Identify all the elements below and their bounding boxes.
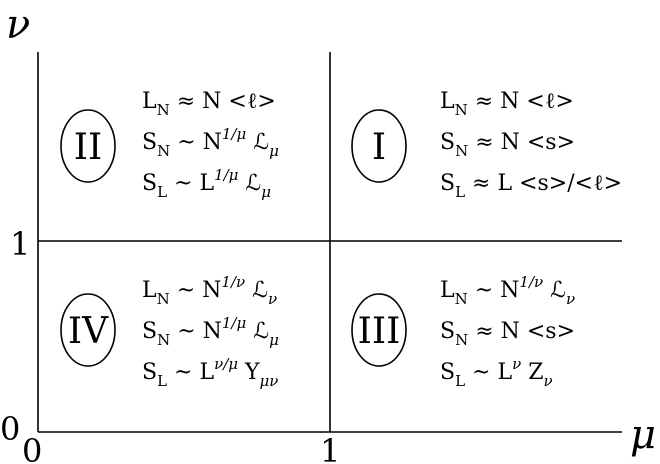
region-iv-circle: [60, 293, 116, 367]
region-iv-label: IV: [68, 311, 109, 352]
equation-line: LN ≈ N <ℓ>: [440, 89, 574, 119]
region-iii-circle: [351, 293, 407, 367]
x-tick-0: 0: [22, 432, 42, 464]
equation-line: LN ≈ N <ℓ>: [142, 89, 276, 119]
equation-line: SL ~ Lν Zν: [440, 355, 553, 390]
region-ii-label: II: [74, 127, 102, 168]
equation-line: SN ~ N1/μ ℒμ: [142, 314, 279, 349]
region-i-label: I: [372, 127, 386, 168]
equation-line: LN ~ N1/ν ℒν: [142, 273, 277, 308]
equation-line: SN ≈ N <s>: [440, 130, 575, 160]
region-i-equations: LN ≈ N <ℓ> SN ≈ N <s> SL ≈ L <s>/<ℓ>: [440, 89, 622, 201]
region-iii-label: III: [358, 311, 401, 352]
region-ii-equations: LN ≈ N <ℓ> SN ~ N1/μ ℒμ SL ~ L1/μ ℒμ: [142, 89, 279, 201]
y-axis-label: ν: [6, 2, 30, 48]
equation-line: SL ~ L1/μ ℒμ: [142, 166, 271, 201]
equation-line: SL ≈ L <s>/<ℓ>: [440, 171, 622, 201]
equation-line: SN ≈ N <s>: [440, 319, 575, 349]
region-i-circle: [351, 109, 407, 183]
equation-line: SN ~ N1/μ ℒμ: [142, 125, 279, 160]
x-tick-1: 1: [320, 432, 340, 464]
y-tick-1: 1: [10, 225, 30, 263]
y-tick-0: 0: [0, 410, 20, 448]
equation-line: SL ~ Lν/μ Yμν: [142, 355, 278, 390]
region-ii-circle: [60, 109, 116, 183]
region-iv-equations: LN ~ N1/ν ℒν SN ~ N1/μ ℒμ SL ~ Lν/μ Yμν: [142, 273, 279, 390]
region-iii-equations: LN ~ N1/ν ℒν SN ≈ N <s> SL ~ Lν Zν: [440, 273, 575, 390]
equation-line: LN ~ N1/ν ℒν: [440, 273, 575, 308]
x-axis-label: μ: [630, 412, 656, 458]
